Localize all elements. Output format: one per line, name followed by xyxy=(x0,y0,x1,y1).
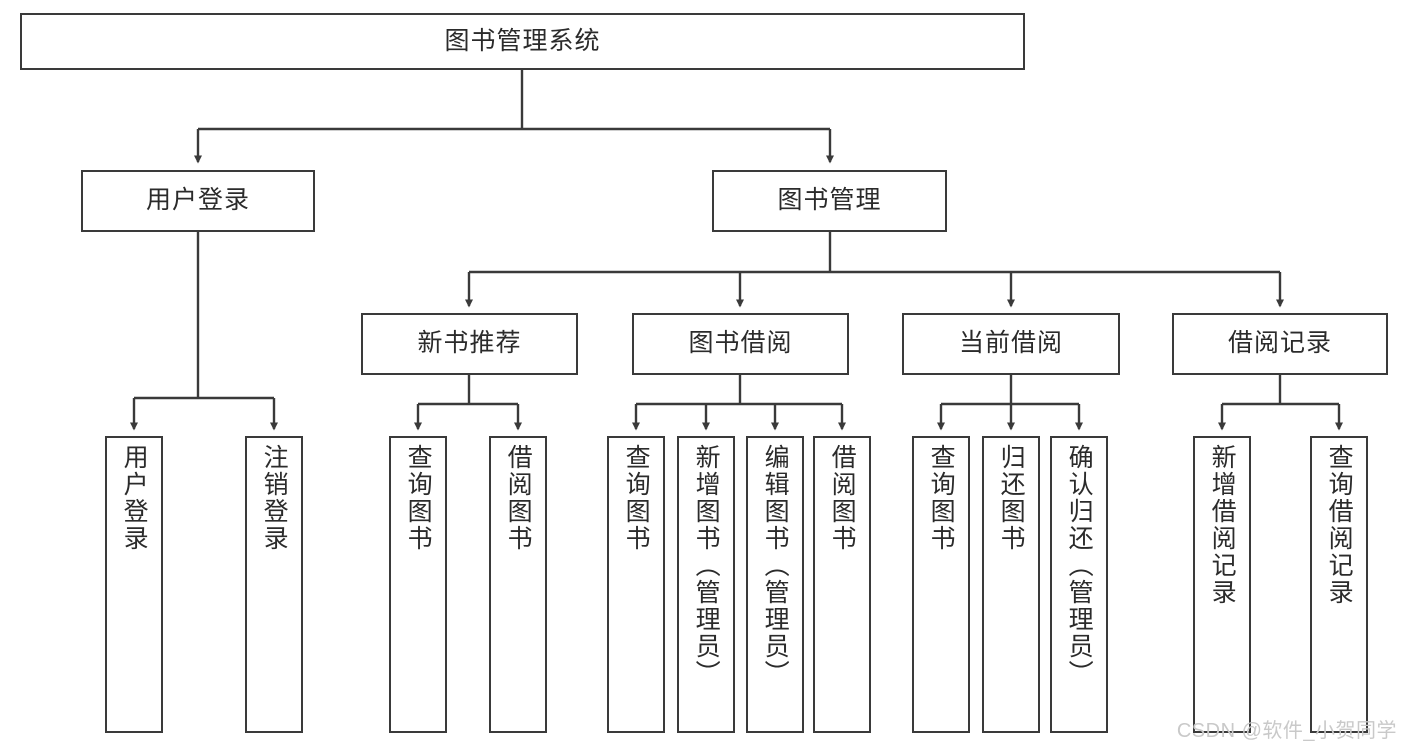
leaf-new-book-query-book[interactable]: 查询图书 xyxy=(389,436,447,733)
node-label: 注销登录 xyxy=(260,444,289,552)
leaf-new-book-borrow-book[interactable]: 借阅图书 xyxy=(489,436,547,733)
node-label: 查询图书 xyxy=(404,444,433,552)
leaf-book-borrow-query-book[interactable]: 查询图书 xyxy=(607,436,665,733)
node-label: 归还图书 xyxy=(997,444,1026,552)
csdn-watermark: CSDN @软件_小贺同学 xyxy=(1176,720,1397,742)
node-label: 编辑图书（管理员） xyxy=(761,444,790,687)
node-book-borrow[interactable]: 图书借阅 xyxy=(632,313,849,375)
node-label: 图书管理系统 xyxy=(444,26,601,55)
node-label: 确认归还（管理员） xyxy=(1065,444,1094,687)
node-label: 借阅图书 xyxy=(828,444,857,552)
node-label: 查询图书 xyxy=(927,444,956,552)
node-label: 借阅图书 xyxy=(504,444,533,552)
leaf-user-login-logout[interactable]: 注销登录 xyxy=(245,436,303,733)
node-book-management[interactable]: 图书管理 xyxy=(712,170,947,232)
node-label: 用户登录 xyxy=(120,444,149,552)
node-borrow-record[interactable]: 借阅记录 xyxy=(1172,313,1388,375)
node-label: 图书管理 xyxy=(777,186,882,215)
leaf-borrow-record-query-record[interactable]: 查询借阅记录 xyxy=(1310,436,1368,733)
leaf-current-borrow-confirm-return-admin[interactable]: 确认归还（管理员） xyxy=(1050,436,1108,733)
leaf-current-borrow-query-book[interactable]: 查询图书 xyxy=(912,436,970,733)
node-label: 当前借阅 xyxy=(958,329,1063,358)
node-label: 新增图书（管理员） xyxy=(692,444,721,687)
leaf-current-borrow-return-book[interactable]: 归还图书 xyxy=(982,436,1040,733)
node-label: 借阅记录 xyxy=(1227,329,1332,358)
leaf-book-borrow-edit-book-admin[interactable]: 编辑图书（管理员） xyxy=(746,436,804,733)
node-current-borrow[interactable]: 当前借阅 xyxy=(902,313,1120,375)
node-label: 新书推荐 xyxy=(417,329,522,358)
node-new-book-recommend[interactable]: 新书推荐 xyxy=(361,313,578,375)
leaf-book-borrow-add-book-admin[interactable]: 新增图书（管理员） xyxy=(677,436,735,733)
node-label: 新增借阅记录 xyxy=(1208,444,1237,606)
node-label: 图书借阅 xyxy=(688,329,793,358)
leaf-user-login-login[interactable]: 用户登录 xyxy=(105,436,163,733)
node-label: 查询图书 xyxy=(622,444,651,552)
node-label: 用户登录 xyxy=(145,186,250,215)
node-root-book-management-system[interactable]: 图书管理系统 xyxy=(20,13,1025,70)
leaf-borrow-record-add-record[interactable]: 新增借阅记录 xyxy=(1193,436,1251,733)
node-label: 查询借阅记录 xyxy=(1325,444,1354,606)
leaf-book-borrow-borrow-book[interactable]: 借阅图书 xyxy=(813,436,871,733)
node-user-login[interactable]: 用户登录 xyxy=(81,170,315,232)
